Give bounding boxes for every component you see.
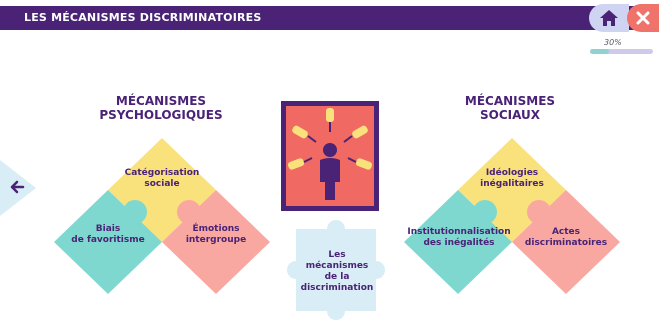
header-bar [0, 6, 659, 30]
label-line: Actes [551, 227, 581, 237]
left-title-line2: PSYCHOLOGIQUES [99, 108, 223, 122]
person-icon [320, 143, 340, 200]
label-line: intergroupe [185, 235, 247, 245]
left-section-title: MÉCANISMES PSYCHOLOGIQUES [96, 94, 226, 122]
puzzle-piece-institutionnalisation[interactable] [404, 190, 512, 294]
left-title-line1: MÉCANISMES [115, 94, 207, 108]
back-arrow-icon[interactable] [8, 178, 26, 196]
page-title: LES MÉCANISMES DISCRIMINATOIRES [24, 11, 262, 24]
label-line: Institutionnalisation [407, 227, 511, 237]
puzzle-piece-emotions[interactable] [162, 190, 270, 294]
puzzle-piece-center[interactable] [287, 220, 385, 320]
pointing-hand-icon [287, 157, 313, 170]
home-button[interactable] [589, 4, 629, 32]
piece-label-institutionnalisation: Institutionnalisation des inégalités [406, 227, 512, 249]
progress-fill [590, 49, 609, 54]
pointing-hand-icon [326, 108, 334, 132]
label-line: discriminatoires [524, 238, 608, 248]
right-title-line1: MÉCANISMES [464, 94, 556, 108]
pointing-hand-icon [347, 157, 373, 170]
label-line: des inégalités [423, 238, 495, 248]
label-line: de favoritisme [71, 235, 145, 245]
close-button[interactable] [627, 4, 659, 32]
label-line: Les [328, 250, 346, 260]
piece-label-emotions: Émotions intergroupe [168, 224, 264, 246]
label-line: Idéologies [485, 168, 539, 178]
right-section-title: MÉCANISMES SOCIAUX [445, 94, 575, 122]
piece-label-categorisation: Catégorisation sociale [112, 168, 212, 190]
pointing-hand-icon [292, 125, 317, 143]
close-icon [636, 11, 650, 25]
label-line: Biais [95, 224, 121, 234]
progress-bar [590, 49, 653, 54]
label-line: sociale [144, 179, 180, 189]
piece-label-actes: Actes discriminatoires [518, 227, 614, 249]
puzzle-piece-biais[interactable] [54, 190, 162, 294]
piece-label-ideologies: Idéologies inégalitaires [462, 168, 562, 190]
puzzle-piece-actes[interactable] [512, 190, 620, 294]
center-piece-label: Les mécanismes de la discrimination [297, 250, 377, 294]
label-line: mécanismes [305, 261, 369, 271]
label-line: discrimination [300, 283, 374, 293]
home-icon [600, 10, 618, 26]
label-line: Catégorisation [124, 168, 200, 178]
pointing-hand-icon [343, 125, 368, 143]
center-illustration-art [287, 108, 373, 200]
label-line: inégalitaires [480, 179, 544, 189]
right-title-line2: SOCIAUX [479, 108, 541, 122]
label-line: Émotions [192, 224, 240, 234]
piece-label-biais: Biais de favoritisme [60, 224, 156, 246]
progress-label: 30% [604, 38, 622, 47]
label-line: de la [324, 272, 350, 282]
